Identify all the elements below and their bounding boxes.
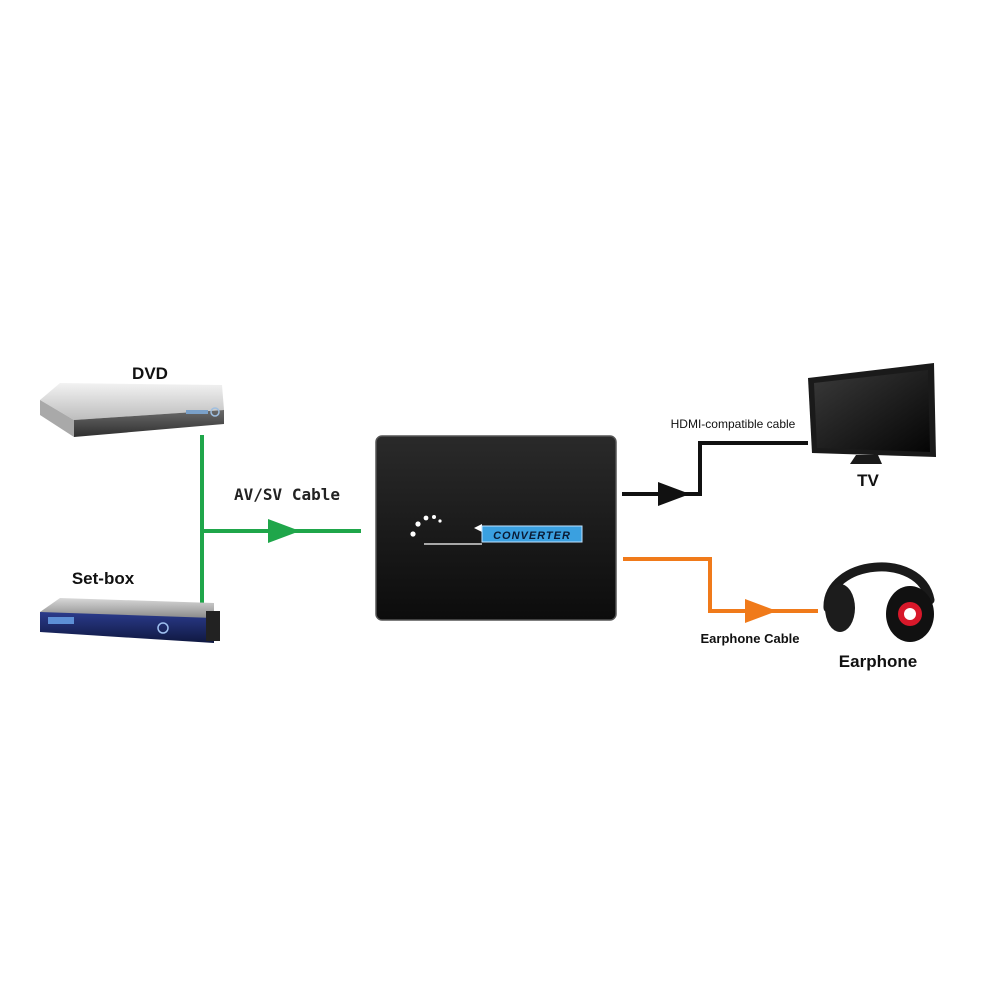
dvd-player-top: [40, 383, 224, 420]
set-top-box-display: [48, 617, 74, 624]
converter-led-dot: [432, 515, 436, 519]
headphone-logo-inner: [904, 608, 916, 620]
av-cable: [200, 435, 361, 612]
dvd-player-front: [40, 400, 74, 437]
headphones: [823, 562, 935, 642]
converter-logo-text: CONVERTER: [493, 530, 571, 542]
dvd-power-button-icon: [210, 407, 220, 417]
television: [808, 363, 936, 464]
set-top-box: [40, 598, 220, 643]
set-top-box-top: [40, 598, 214, 618]
hdmi-cable-arrow: [658, 482, 690, 506]
converter-led-dot: [410, 531, 416, 537]
earphone-cable-path: [623, 557, 818, 613]
earphone-cable-label: Earphone Cable: [701, 631, 800, 646]
set-top-box-side: [206, 611, 220, 641]
av-cable-label: AV/SV Cable: [234, 485, 340, 504]
headphone-left-cup: [825, 584, 855, 632]
earphone-cable: [623, 557, 818, 623]
dvd-label: DVD: [132, 364, 168, 383]
converter-led-dot: [415, 521, 421, 527]
setbox-label: Set-box: [72, 569, 135, 588]
hdmi-cable-path: [622, 441, 808, 496]
dvd-player-face: [74, 410, 224, 437]
converter-accent-arrow-icon: [474, 524, 482, 532]
tv-screen: [814, 370, 930, 452]
earphone-cable-arrow: [745, 599, 777, 623]
tv-label: TV: [857, 471, 879, 490]
hdmi-cable-label: HDMI-compatible cable: [671, 417, 796, 431]
set-top-box-power-icon: [157, 622, 169, 634]
converter-led-dot: [423, 515, 429, 521]
converter-box: CONVERTER: [375, 435, 617, 621]
hdmi-cable: [622, 441, 808, 506]
tv-stand: [850, 455, 882, 464]
set-top-box-face: [40, 612, 214, 643]
dvd-player: [40, 383, 224, 437]
av-cable-arrow: [268, 519, 300, 543]
dvd-display: [186, 410, 208, 414]
converter-logo-badge: [481, 525, 583, 543]
converter-led-dot: [438, 519, 442, 523]
earphone-label: Earphone: [839, 652, 917, 671]
